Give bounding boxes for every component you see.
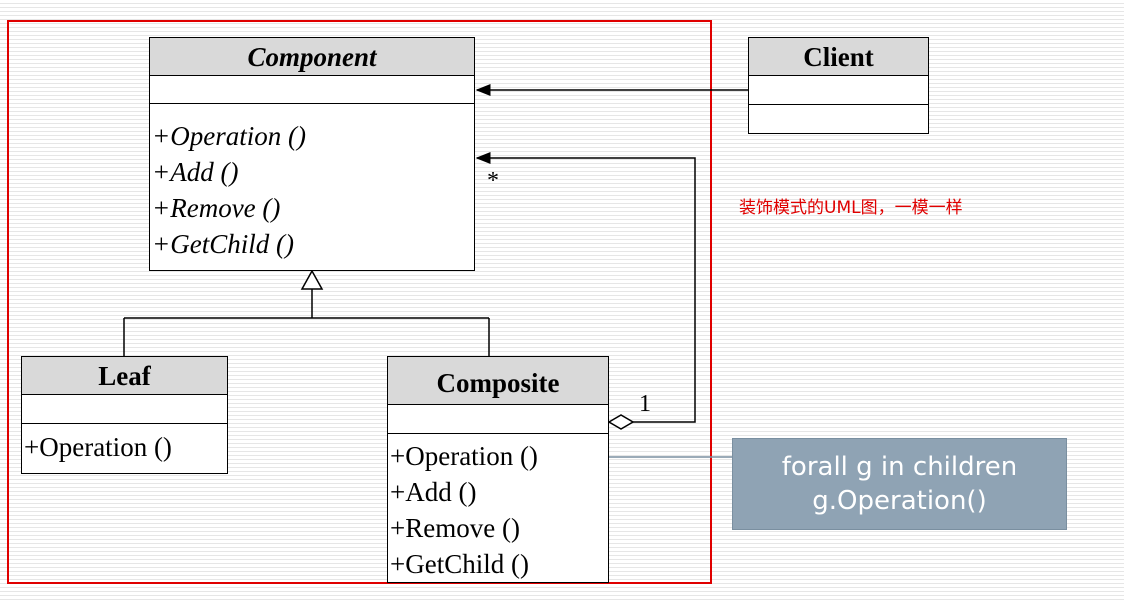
composite-operation-item: +Operation (): [390, 441, 538, 471]
multiplicity-many: *: [487, 168, 499, 194]
leaf-operation-item: +Operation (): [24, 432, 172, 462]
composite-class: Composite +Operation () +Add () +Remove …: [387, 356, 609, 583]
composite-attributes: [388, 405, 608, 434]
callout-line-1: forall g in children: [781, 452, 1018, 482]
composite-remove-item: +Remove (): [390, 513, 520, 543]
component-attributes: [150, 76, 474, 104]
leaf-attributes: [22, 395, 227, 424]
annotation-note: 装饰模式的UML图，一模一样: [739, 198, 963, 218]
client-attributes: [749, 76, 928, 105]
client-class: Client: [748, 37, 929, 134]
component-remove-item: +Remove (): [152, 193, 281, 223]
component-add-item: +Add (): [152, 157, 239, 187]
multiplicity-one: 1: [639, 391, 651, 417]
children-aggregation-line: [475, 152, 696, 423]
callout-line-2: g.Operation(): [812, 486, 987, 516]
composite-getchild-item: +GetChild (): [390, 549, 529, 579]
aggregation-diamond: [607, 414, 635, 430]
composite-operations: +Operation () +Add () +Remove () +GetChi…: [388, 434, 608, 582]
component-operation-item: +Operation (): [152, 121, 306, 151]
pattern-frame: [7, 20, 712, 584]
operation-callout: forall g in children g.Operation(): [732, 438, 1067, 530]
component-operations: +Operation () +Add () +Remove () +GetChi…: [150, 104, 474, 262]
client-class-name: Client: [749, 38, 928, 76]
leaf-class-name: Leaf: [22, 357, 227, 395]
composite-add-item: +Add (): [390, 477, 477, 507]
leaf-operations: +Operation (): [22, 424, 227, 462]
generalization-triangle: [300, 269, 324, 290]
component-getchild-item: +GetChild (): [152, 229, 294, 259]
leaf-class: Leaf +Operation (): [21, 356, 228, 474]
composite-class-name: Composite: [388, 357, 608, 405]
component-class-name: Component: [150, 38, 474, 76]
component-class: Component +Operation () +Add () +Remove …: [149, 37, 475, 271]
